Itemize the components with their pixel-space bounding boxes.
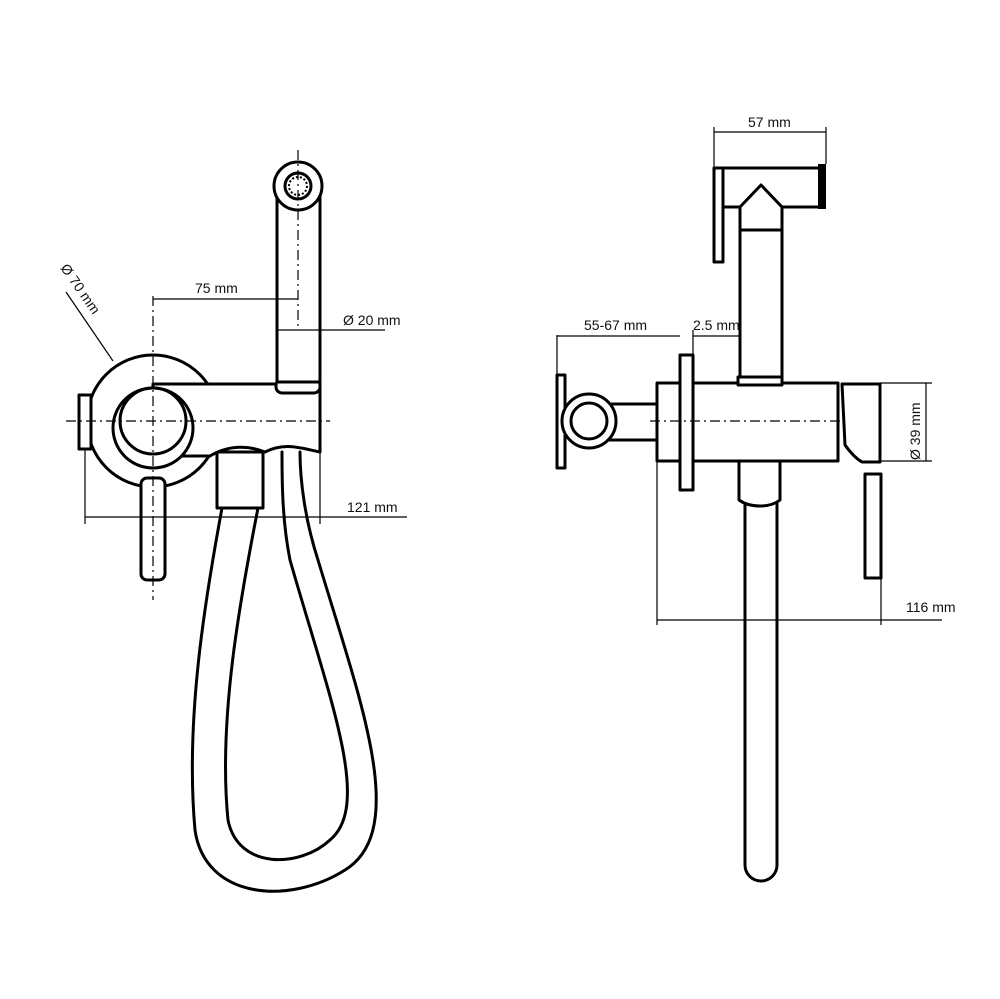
hose-outer: [190, 450, 378, 893]
side-lever-housing: [840, 382, 882, 464]
side-shower-pipe: [738, 228, 784, 385]
side-shower-end: [818, 164, 826, 209]
dim-d39-label: Ø 39 mm: [907, 402, 923, 460]
hose-inner: [224, 450, 349, 862]
dim-75-label: 75 mm: [195, 280, 238, 296]
shower-nozzle-ring: [288, 176, 308, 196]
side-holder-clip: [736, 375, 784, 387]
side-view: 57 mm 55-67 mm 2.5 mm Ø 39 mm 116 mm: [555, 114, 956, 883]
dim-2-5-label: 2.5 mm: [693, 317, 740, 333]
dim-d70-label: Ø 70 mm: [58, 261, 104, 317]
side-lever-handle: [863, 472, 883, 580]
dim-55-67-label: 55-67 mm: [584, 317, 647, 333]
dim-d20-label: Ø 20 mm: [343, 312, 401, 328]
dim-57-label: 57 mm: [748, 114, 791, 130]
side-shower-cap: [712, 166, 725, 264]
wall-plate: [678, 353, 695, 492]
front-view: Ø 70 mm 75 mm Ø 20 mm 121 mm: [58, 150, 407, 893]
side-shower-nozzle: [738, 183, 784, 209]
bracket-ring-inner: [569, 401, 609, 441]
valve-body: [151, 382, 322, 458]
dim-121-label: 121 mm: [347, 499, 398, 515]
side-stub: [77, 393, 93, 451]
dim-116-label: 116 mm: [906, 599, 956, 615]
side-hose-connector: [737, 458, 782, 508]
hose-connector: [215, 450, 265, 510]
side-hose: [743, 498, 779, 883]
hand-shower: [275, 190, 322, 384]
dim-d70-leader: [65, 291, 114, 362]
